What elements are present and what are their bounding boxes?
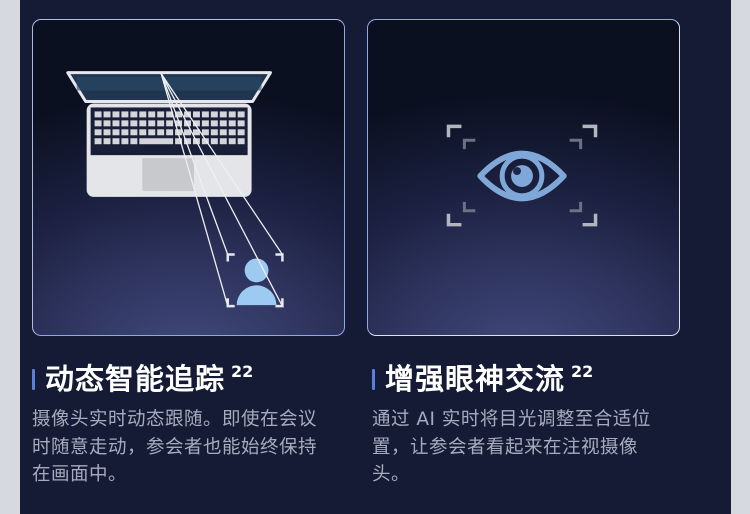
feature-description: 通过 AI 实时将目光调整至合适位置，让参会者看起来在注视摄像头。 bbox=[372, 409, 651, 485]
accent-bar bbox=[32, 369, 35, 390]
feature-dynamic-tracking: 动态智能追踪 22 摄像头实时动态跟随。即使在会议时随意走动，参会者也能始终保持… bbox=[32, 360, 352, 489]
feature-title: 增强眼神交流 bbox=[385, 362, 566, 396]
eye-contact-illustration-card bbox=[367, 19, 680, 336]
accent-bar bbox=[372, 369, 375, 390]
feature-title: 动态智能追踪 bbox=[45, 362, 226, 396]
footnote-marker[interactable]: 22 bbox=[231, 362, 254, 381]
footnote-marker[interactable]: 22 bbox=[571, 362, 594, 381]
eye-focus-icon bbox=[446, 124, 598, 227]
feature-description: 摄像头实时动态跟随。即使在会议时随意走动，参会者也能始终保持在画面中。 bbox=[32, 409, 318, 485]
feature-eye-contact: 增强眼神交流 22 通过 AI 实时将目光调整至合适位置，让参会者看起来在注视摄… bbox=[372, 360, 692, 489]
tracking-illustration-card bbox=[32, 19, 345, 336]
laptop-tracking-icon bbox=[66, 71, 284, 308]
